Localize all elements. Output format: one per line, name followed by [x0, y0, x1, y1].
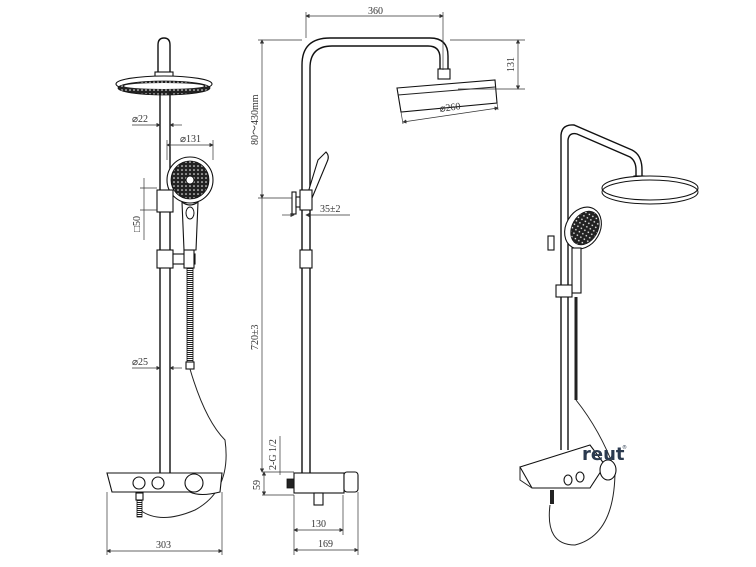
flow-knob	[151, 476, 165, 490]
thermostat-knob	[184, 473, 204, 493]
persp-knob-2	[575, 471, 585, 483]
label-mixer-height: 59	[252, 480, 263, 490]
persp-thermostat-knob	[599, 459, 617, 481]
side-wall-bracket	[291, 189, 313, 215]
persp-column-inner	[567, 132, 637, 450]
label-adjust-range: 80～430mm	[250, 94, 261, 145]
persp-slider	[555, 284, 573, 298]
front-view: ⌀22 ⌀131 □50	[106, 37, 227, 555]
label-head-diameter: ⌀260	[439, 101, 461, 115]
brand-registered-mark: ®	[622, 444, 627, 451]
side-view: 360 131 ⌀260 80～430mm	[250, 6, 525, 555]
slider-holder	[156, 249, 196, 269]
hand-shower	[166, 156, 214, 251]
persp-knob-1	[563, 474, 573, 486]
dim-bracket-size: □50	[132, 178, 157, 240]
dim-wall-offset: 35±2	[282, 204, 350, 218]
label-head-drop: 131	[506, 57, 517, 72]
label-bracket-size: □50	[132, 216, 143, 232]
perspective-view: reut ®	[519, 124, 699, 546]
dim-pipe-top-diameter: ⌀22	[132, 114, 182, 128]
dim-mixer-width: 303	[106, 492, 223, 555]
dim-arm-reach: 360	[305, 6, 444, 70]
wall-bracket	[156, 189, 174, 213]
side-hand-shower	[306, 151, 329, 199]
dim-adjust-range: 80～430mm	[250, 39, 302, 199]
dim-head-drop: 131	[450, 39, 525, 90]
label-inlet-thread: 2-G 1/2	[268, 439, 279, 470]
rain-shower-head	[115, 71, 213, 96]
side-slider	[299, 249, 313, 269]
top-pipe	[157, 37, 171, 82]
persp-bracket	[547, 235, 555, 251]
dim-hand-shower-diameter: ⌀131	[166, 134, 214, 160]
label-mixer-depth-total: 169	[318, 539, 333, 550]
label-column-height: 720±3	[250, 325, 261, 351]
label-mixer-depth-inner: 130	[311, 519, 326, 530]
hose-nut	[185, 361, 195, 370]
dim-pipe-bottom-diameter: ⌀25	[132, 357, 182, 371]
label-mixer-width: 303	[156, 540, 171, 551]
persp-column-outer	[560, 124, 643, 450]
diverter-knob	[132, 476, 146, 490]
dim-mixer-depth: 130 169	[293, 492, 359, 555]
persp-rain-head	[601, 175, 699, 205]
label-pipe-top-diameter: ⌀22	[132, 114, 148, 125]
side-mixer	[286, 471, 359, 506]
persp-hand-shower	[564, 206, 602, 294]
label-hand-shower-diameter: ⌀131	[180, 134, 201, 145]
dim-mixer-height: 59	[252, 471, 294, 496]
dim-column-height: 720±3	[250, 198, 265, 473]
label-wall-offset: 35±2	[320, 204, 341, 215]
column-arm-inner	[309, 45, 441, 475]
dim-head-diameter: ⌀260	[400, 101, 499, 125]
label-arm-reach: 360	[368, 6, 383, 17]
hose-curve	[139, 368, 227, 518]
persp-hose-curve	[548, 399, 616, 546]
column-arm-outer	[301, 37, 449, 475]
label-pipe-bottom-diameter: ⌀25	[132, 357, 148, 368]
thermostatic-mixer	[106, 472, 223, 518]
hose-braided	[186, 267, 194, 363]
persp-mixer	[519, 444, 617, 504]
brand-logo: reut	[582, 444, 625, 465]
